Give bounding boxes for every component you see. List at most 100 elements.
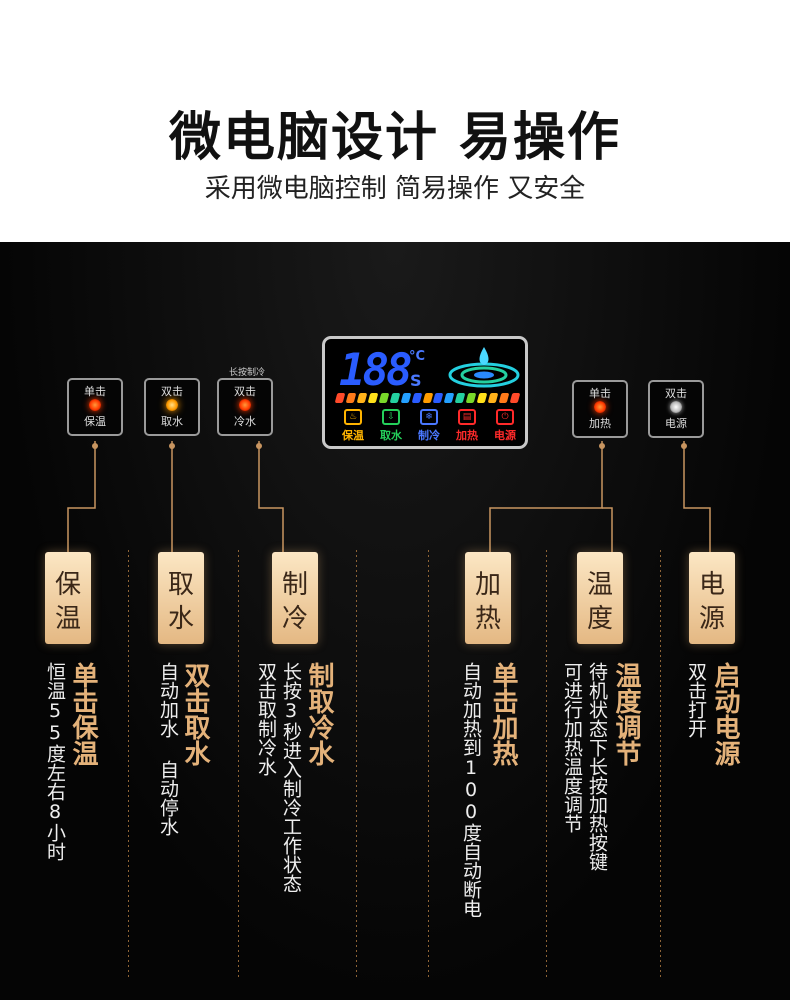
card-char: 制 <box>281 570 308 600</box>
bar-segment <box>367 393 379 403</box>
indicator-light <box>166 399 178 411</box>
bar-segment <box>509 393 521 403</box>
temperature-bar-meter <box>334 391 521 405</box>
feature-card-dispense: 取 水 <box>158 552 204 644</box>
display-icon-label: 制冷 <box>418 429 440 442</box>
display-icon-label: 取水 <box>380 429 402 442</box>
feature-detail-temperature-2: 可进行加热温度调节 <box>561 662 583 833</box>
display-power: ⏻ 电源 <box>485 409 525 443</box>
column-divider <box>660 550 661 980</box>
feature-detail-dispense: 自动加水 自动停水 <box>157 662 179 836</box>
indicator-light <box>239 399 251 411</box>
column-divider <box>428 550 429 980</box>
power-icon: ⏻ <box>496 409 514 425</box>
feature-heading-temperature: 温度调节 <box>611 662 641 766</box>
cold-water-button[interactable]: 双击 冷水 <box>217 378 273 436</box>
feature-heading-heating: 单击加热 <box>488 662 518 766</box>
card-char: 保 <box>54 570 81 600</box>
display-icon-label: 电源 <box>494 429 516 442</box>
bar-segment <box>345 393 357 403</box>
card-char: 温 <box>586 570 613 600</box>
lcd-display: 188 °C S ♨ 保温 ⇩ 取水 ❄ 制冷 ▤ 加热 ⏻ 电源 <box>322 336 528 449</box>
feature-heading-keep-warm: 单击保温 <box>68 662 98 766</box>
bar-segment <box>389 393 400 403</box>
connector-cold <box>258 441 284 552</box>
connector-dot <box>681 443 687 449</box>
display-keep-warm: ♨ 保温 <box>333 409 373 443</box>
bar-segment <box>356 393 368 403</box>
feature-detail-temperature-1: 待机状态下长按加热按键 <box>586 662 608 871</box>
header-banner: 微电脑设计 易操作 采用微电脑控制 简易操作 又安全 <box>0 0 790 242</box>
card-char: 水 <box>167 604 194 634</box>
page-title: 微电脑设计 易操作 <box>168 108 622 168</box>
page-subtitle: 采用微电脑控制 简易操作 又安全 <box>204 174 586 204</box>
indicator-light <box>670 401 682 413</box>
heat-button[interactable]: 单击 加热 <box>572 380 628 438</box>
connector-keep-warm <box>67 441 96 552</box>
feature-detail-keep-warm: 恒温55度左右8小时 <box>44 662 66 861</box>
feature-heading-power: 启动电源 <box>710 662 740 766</box>
button-bottom-label: 取水 <box>161 415 183 428</box>
card-char: 温 <box>54 604 81 634</box>
bar-segment <box>455 393 466 403</box>
button-top-label: 双击 <box>161 385 183 398</box>
bar-segment <box>334 393 346 403</box>
connector-power <box>683 441 711 552</box>
display-unit-celsius: °C <box>409 349 426 364</box>
column-divider <box>546 550 547 980</box>
button-top-label: 单击 <box>589 387 611 400</box>
connector-dot <box>92 443 98 449</box>
bar-segment <box>422 393 433 403</box>
display-icon-label: 加热 <box>456 429 478 442</box>
display-cooling: ❄ 制冷 <box>409 409 449 443</box>
connector-dot <box>256 443 262 449</box>
button-bottom-label: 保温 <box>84 415 106 428</box>
feature-heading-dispense: 双击取水 <box>180 662 210 766</box>
connector-temp <box>602 507 613 552</box>
card-char: 热 <box>474 604 501 634</box>
indicator-light <box>594 401 606 413</box>
dispense-icon: ⇩ <box>382 409 400 425</box>
bar-segment <box>378 393 390 403</box>
card-char: 加 <box>474 570 501 600</box>
column-divider <box>238 550 239 980</box>
power-button[interactable]: 双击 电源 <box>648 380 704 438</box>
feature-detail-power: 双击打开 <box>685 662 707 738</box>
card-char: 度 <box>586 604 613 634</box>
bar-segment <box>465 393 477 403</box>
button-top-label: 双击 <box>234 385 256 398</box>
bar-segment <box>476 393 488 403</box>
connector-heat <box>489 441 603 552</box>
display-dispense: ⇩ 取水 <box>371 409 411 443</box>
card-char: 冷 <box>281 604 308 634</box>
button-top-label: 双击 <box>665 387 687 400</box>
snowflake-icon: ❄ <box>420 409 438 425</box>
heater-icon: ▤ <box>458 409 476 425</box>
button-bottom-label: 电源 <box>665 417 687 430</box>
keep-warm-icon: ♨ <box>344 409 362 425</box>
bar-segment <box>498 393 510 403</box>
water-drop-icon <box>448 347 520 388</box>
display-icon-row: ♨ 保温 ⇩ 取水 ❄ 制冷 ▤ 加热 ⏻ 电源 <box>333 409 525 447</box>
dispense-water-button[interactable]: 双击 取水 <box>144 378 200 436</box>
feature-heading-cooling: 制取冷水 <box>304 662 334 766</box>
bar-segment <box>433 393 444 403</box>
column-divider <box>128 550 129 980</box>
connector-dot <box>169 443 175 449</box>
bar-segment <box>487 393 499 403</box>
feature-detail-heating: 自动加热到100度自动断电 <box>460 662 482 918</box>
button-top-label: 单击 <box>84 385 106 398</box>
keep-warm-button[interactable]: 单击 保温 <box>67 378 123 436</box>
connector-dot <box>599 443 605 449</box>
button-bottom-label: 加热 <box>589 417 611 430</box>
feature-detail-cooling-2: 双击取制冷水 <box>255 662 277 776</box>
card-char: 电 <box>698 570 725 600</box>
column-divider <box>356 550 357 980</box>
feature-card-keep-warm: 保 温 <box>45 552 91 644</box>
feature-card-cooling: 制 冷 <box>272 552 318 644</box>
bar-segment <box>400 393 411 403</box>
feature-card-heating: 加 热 <box>465 552 511 644</box>
long-press-cold-caption: 长按制冷 <box>229 368 266 378</box>
display-heating: ▤ 加热 <box>447 409 487 443</box>
